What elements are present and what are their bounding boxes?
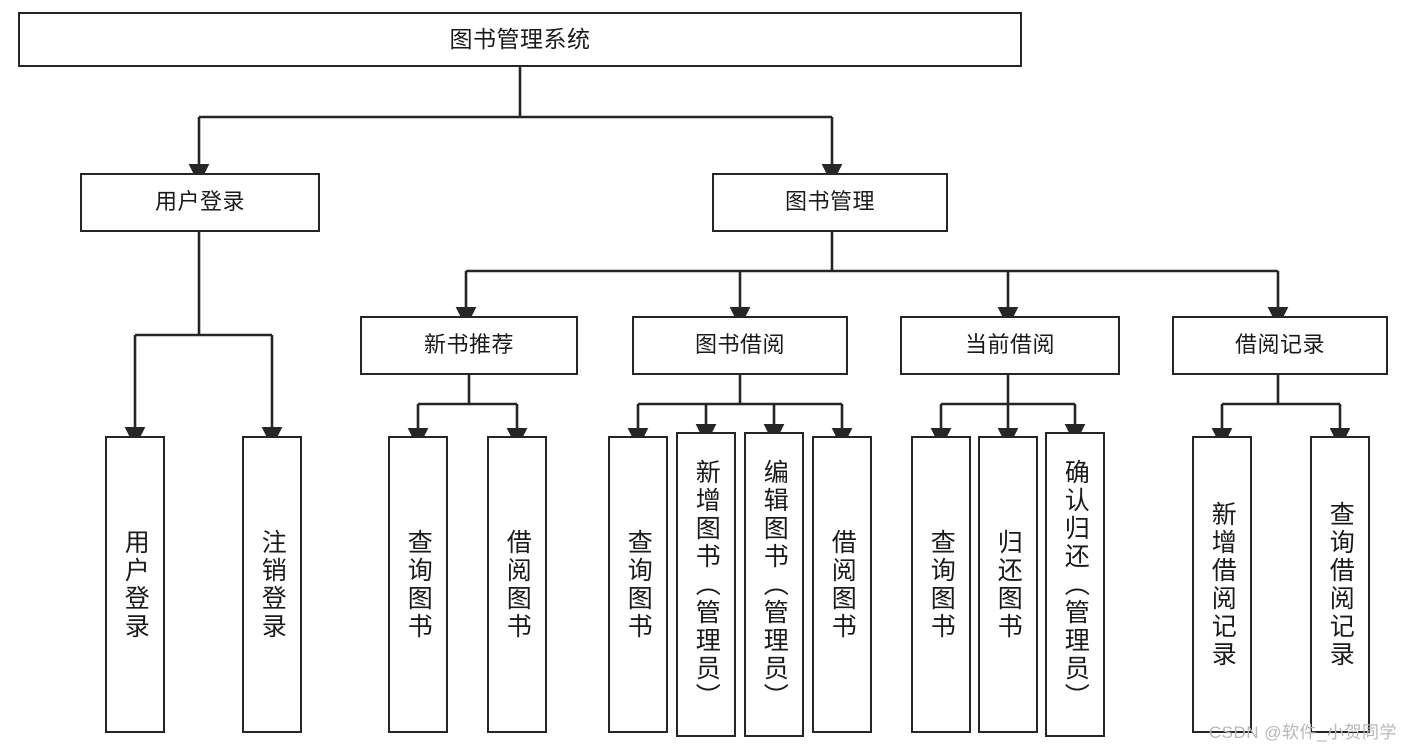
node-leaf-query-book-current[interactable]: 查询图书	[911, 436, 971, 733]
node-book-borrow[interactable]: 图书借阅	[632, 316, 848, 375]
node-leaf-query-book-borrow[interactable]: 查询图书	[608, 436, 668, 733]
node-borrow-record[interactable]: 借阅记录	[1172, 316, 1388, 375]
node-leaf-confirm-return-admin[interactable]: 确认归还（管理员）	[1045, 432, 1105, 737]
node-label: 归还图书	[994, 528, 1023, 641]
node-label: 图书借阅	[694, 332, 785, 358]
node-current-borrow[interactable]: 当前借阅	[900, 316, 1120, 375]
node-label: 当前借阅	[964, 332, 1055, 358]
node-label: 查询图书	[927, 528, 956, 641]
node-leaf-borrow-book[interactable]: 借阅图书	[812, 436, 872, 733]
node-label: 查询借阅记录	[1326, 500, 1355, 669]
node-label: 查询图书	[624, 528, 653, 641]
node-label: 图书管理	[784, 189, 875, 215]
node-new-book-recommend[interactable]: 新书推荐	[360, 316, 578, 375]
node-leaf-query-book-recommend[interactable]: 查询图书	[388, 436, 448, 733]
node-book-management[interactable]: 图书管理	[712, 173, 948, 232]
node-label: 新增借阅记录	[1208, 500, 1237, 669]
node-label: 借阅图书	[828, 528, 857, 641]
node-root-system[interactable]: 图书管理系统	[18, 12, 1022, 67]
node-label: 确认归还（管理员）	[1061, 458, 1090, 711]
node-label: 注销登录	[258, 528, 287, 641]
node-leaf-logout[interactable]: 注销登录	[242, 436, 302, 733]
node-label: 用户登录	[121, 528, 150, 641]
node-label: 编辑图书（管理员）	[760, 458, 789, 711]
node-leaf-add-borrow-record[interactable]: 新增借阅记录	[1192, 436, 1252, 733]
node-leaf-edit-book-admin[interactable]: 编辑图书（管理员）	[744, 432, 804, 737]
node-label: 新增图书（管理员）	[692, 458, 721, 711]
node-label: 查询图书	[404, 528, 433, 641]
node-leaf-user-login[interactable]: 用户登录	[105, 436, 165, 733]
node-label: 用户登录	[154, 189, 245, 215]
node-label: 图书管理系统	[449, 25, 591, 52]
node-label: 借阅记录	[1234, 332, 1325, 358]
watermark: CSDN @软件_小贺同学	[1208, 723, 1397, 742]
node-leaf-return-book[interactable]: 归还图书	[978, 436, 1038, 733]
node-label: 新书推荐	[423, 332, 514, 358]
node-leaf-query-borrow-record[interactable]: 查询借阅记录	[1310, 436, 1370, 733]
node-leaf-add-book-admin[interactable]: 新增图书（管理员）	[676, 432, 736, 737]
node-label: 借阅图书	[503, 528, 532, 641]
node-leaf-borrow-book-recommend[interactable]: 借阅图书	[487, 436, 547, 733]
node-user-login[interactable]: 用户登录	[80, 173, 320, 232]
